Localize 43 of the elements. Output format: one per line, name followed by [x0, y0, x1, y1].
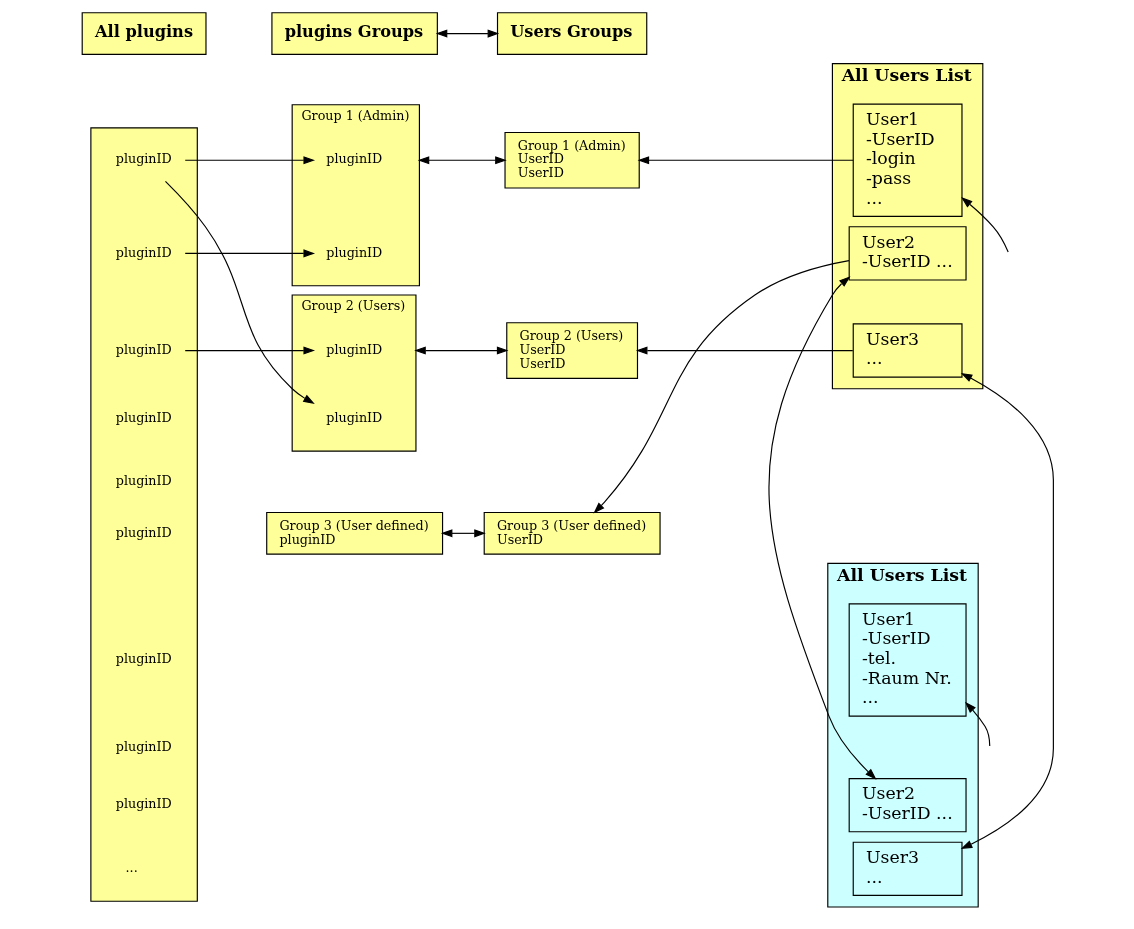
node-text: pluginID [325, 341, 382, 357]
node-text: pluginID [325, 151, 382, 167]
node-box: User1 -UserID -tel. -Raum Nr. ... [848, 603, 967, 717]
arrow [960, 372, 1054, 850]
arrow [964, 701, 990, 747]
node-box: User2 -UserID ... [848, 226, 967, 281]
arrow [184, 346, 315, 355]
arrow [417, 156, 507, 165]
node-text: pluginID [115, 244, 172, 260]
arrow [768, 276, 877, 780]
arrow [440, 529, 486, 538]
node-box: User1 -UserID -login -pass ... [852, 103, 963, 217]
arrow [435, 29, 499, 38]
node-text: pluginID [115, 651, 172, 667]
node-box: User2 -UserID ... [848, 778, 967, 833]
node-text: pluginID [115, 738, 172, 754]
node-box: Group 3 (User defined) UserID [483, 511, 661, 555]
arrow [164, 180, 315, 404]
arrow [635, 346, 853, 355]
node-box: User3 ... [852, 323, 963, 378]
arrow [960, 197, 1009, 253]
node-box: Group 2 (Users) UserID UserID [505, 322, 638, 379]
cluster [89, 127, 198, 902]
node-text: pluginID [115, 151, 172, 167]
node-text: pluginID [115, 341, 172, 357]
node-box: Group 1 (Admin) UserID UserID [503, 131, 640, 189]
node-box: Users Groups [496, 12, 647, 55]
arrow [592, 260, 850, 514]
arrow [184, 249, 315, 258]
node-text: ... [125, 860, 138, 876]
arrow [413, 346, 508, 355]
arrow [184, 156, 315, 165]
node-box: User3 ... [852, 841, 963, 896]
node-text: pluginID [115, 524, 172, 540]
node-text: pluginID [115, 796, 172, 812]
node-text: pluginID [115, 410, 172, 426]
node-text: pluginID [325, 410, 382, 426]
node-box: plugins Groups [270, 12, 438, 55]
node-text: pluginID [115, 472, 172, 488]
node-box: Group 3 (User defined) pluginID [265, 511, 443, 555]
node-box: All plugins [81, 12, 207, 55]
node-text: pluginID [325, 244, 382, 260]
arrow [637, 156, 854, 165]
